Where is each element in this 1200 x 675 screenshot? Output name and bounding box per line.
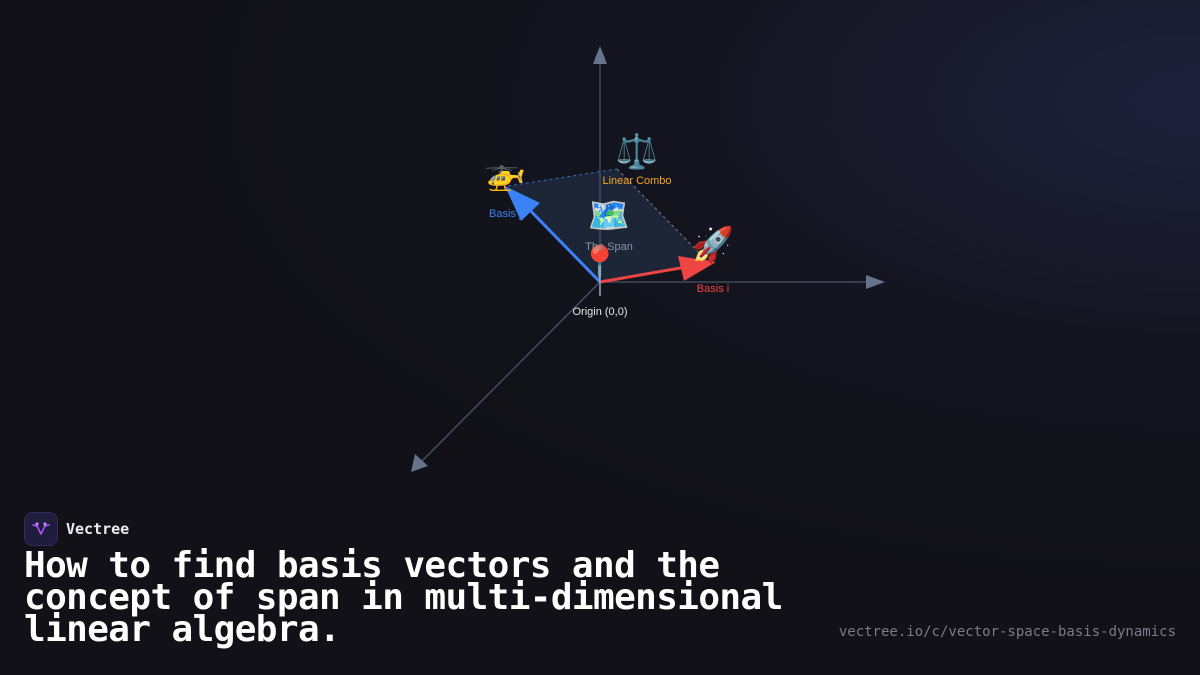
brand-name: Vectree [66, 520, 130, 538]
brand: Vectree [24, 512, 129, 546]
span-parallelogram [508, 169, 710, 282]
page-title: How to find basis vectors and the concep… [24, 545, 783, 650]
basis-j-vector [516, 196, 602, 284]
helicopter-icon: 🚁 [484, 153, 526, 193]
vectree-logo [24, 512, 58, 546]
x-axis-arrowhead [866, 275, 885, 289]
basis-i-arrowhead [678, 256, 716, 281]
rocket-icon: 🚀 [692, 225, 734, 265]
balance-scale-icon: ⚖️ [616, 132, 658, 172]
page-url: vectree.io/c/vector-space-basis-dynamics [838, 624, 1176, 640]
basis-j-arrowhead [505, 186, 540, 221]
basis-i-vector [599, 264, 693, 284]
z-axis [419, 281, 601, 464]
span-edge-right [616, 168, 711, 265]
map-icon: 🗺️ [588, 196, 630, 236]
y-axis-arrowhead [593, 46, 607, 64]
basis-j-label: Basis j [489, 208, 521, 220]
linear-combo-label: Linear Combo [602, 175, 671, 187]
origin-label: Origin (0,0) [572, 306, 627, 318]
z-axis-arrowhead [411, 454, 428, 472]
pin-icon: 📍 [579, 244, 621, 284]
basis-i-label: Basis i [697, 283, 729, 295]
span-label: The Span [585, 241, 633, 253]
span-edge-top [507, 168, 618, 187]
